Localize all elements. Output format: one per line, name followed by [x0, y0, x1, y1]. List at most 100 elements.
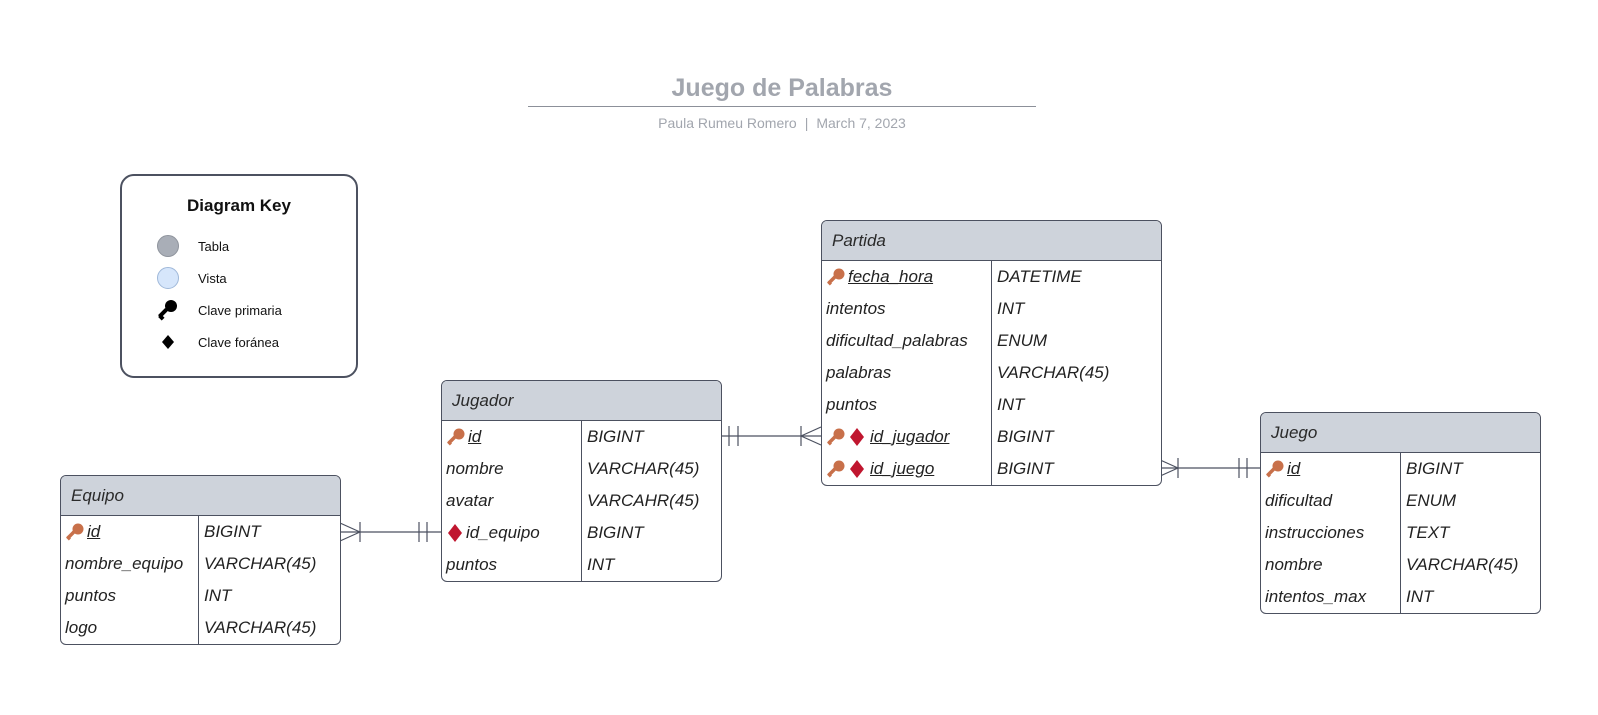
column-type: BIGINT — [997, 427, 1054, 446]
table-row[interactable]: puntos INT — [61, 580, 340, 612]
key-icon — [150, 298, 186, 322]
column-type: VARCHAR(45) — [1406, 555, 1519, 574]
column-type: ENUM — [997, 331, 1048, 350]
author-name: Paula Rumeu Romero — [658, 115, 797, 131]
column-type: INT — [997, 299, 1025, 318]
column-type: BIGINT — [587, 427, 644, 446]
relationship-jugador-partida — [719, 426, 822, 446]
table-row[interactable]: id BIGINT — [61, 516, 340, 548]
column-name: avatar — [442, 485, 582, 517]
column-name: nombre — [442, 453, 582, 485]
key-item-label: Clave primaria — [198, 302, 282, 318]
column-name: intentos_max — [1261, 581, 1401, 613]
relationship-equipo-jugador — [339, 522, 441, 542]
table-equipo[interactable]: Equipo id BIGINT nombre_equipo VARCHAR(4… — [60, 475, 341, 645]
table-row[interactable]: intentos INT — [822, 293, 1161, 325]
column-type: ENUM — [1406, 491, 1457, 510]
column-type: VARCHAR(45) — [997, 363, 1110, 382]
column-type: INT — [1406, 587, 1434, 606]
diagram-title: Juego de Palabras — [671, 74, 893, 102]
column-type: VARCHAR(45) — [204, 618, 317, 637]
primary-key-icon — [1265, 459, 1285, 479]
diagram-header: Juego de Palabras Paula Rumeu Romero | Mar… — [528, 70, 1036, 131]
table-row[interactable]: id_jugador BIGINT — [822, 421, 1161, 453]
foreign-key-icon — [848, 459, 866, 479]
column-name: id_equipo — [466, 523, 540, 542]
table-row[interactable]: palabras VARCHAR(45) — [822, 357, 1161, 389]
primary-key-icon — [826, 267, 846, 287]
column-name: puntos — [442, 549, 582, 581]
column-name: instrucciones — [1261, 517, 1401, 549]
table-row[interactable]: instrucciones TEXT — [1261, 517, 1540, 549]
diagram-key[interactable]: Diagram Key Tabla Vista Clave primaria C… — [120, 174, 358, 378]
table-row[interactable]: nombre VARCHAR(45) — [1261, 549, 1540, 581]
primary-key-icon — [826, 427, 846, 447]
table-row[interactable]: nombre VARCHAR(45) — [442, 453, 721, 485]
table-jugador[interactable]: Jugador id BIGINT nombre VARCHAR(45) ava… — [441, 380, 722, 582]
column-type: BIGINT — [204, 522, 261, 541]
column-type: INT — [587, 555, 615, 574]
table-juego[interactable]: Juego id BIGINT dificultad ENUM instrucc… — [1260, 412, 1541, 614]
column-name: nombre_equipo — [61, 548, 199, 580]
primary-key-icon — [65, 522, 85, 542]
table-row[interactable]: fecha_hora DATETIME — [822, 261, 1161, 293]
column-name: puntos — [61, 580, 199, 612]
table-row[interactable]: intentos_max INT — [1261, 581, 1540, 613]
title-divider — [528, 106, 1036, 107]
key-item-tabla: Tabla — [150, 232, 229, 260]
table-row[interactable]: id_equipo BIGINT — [442, 517, 721, 549]
column-type: TEXT — [1406, 523, 1450, 542]
key-item-label: Clave foránea — [198, 334, 279, 350]
column-type: INT — [204, 586, 232, 605]
table-row[interactable]: dificultad_palabras ENUM — [822, 325, 1161, 357]
primary-key-icon — [446, 427, 466, 447]
column-type: BIGINT — [587, 523, 644, 542]
column-name: puntos — [822, 389, 992, 421]
column-name: id_juego — [870, 459, 935, 478]
column-type: INT — [997, 395, 1025, 414]
view-circle-icon — [157, 267, 179, 289]
column-type: VARCAHR(45) — [587, 491, 700, 510]
table-row[interactable]: puntos INT — [442, 549, 721, 581]
column-type: DATETIME — [997, 267, 1082, 286]
key-item-label: Vista — [198, 270, 227, 286]
column-name: id_jugador — [870, 427, 950, 446]
primary-key-icon — [826, 459, 846, 479]
column-name: nombre — [1261, 549, 1401, 581]
table-row[interactable]: nombre_equipo VARCHAR(45) — [61, 548, 340, 580]
column-type: VARCHAR(45) — [204, 554, 317, 573]
table-row[interactable]: logo VARCHAR(45) — [61, 612, 340, 644]
column-name: fecha_hora — [848, 267, 934, 286]
foreign-key-icon — [446, 523, 464, 543]
key-item-label: Tabla — [198, 238, 230, 254]
key-item-primary-key: Clave primaria — [150, 296, 282, 324]
diagram-subtitle: Paula Rumeu Romero | March 7, 2023 — [528, 115, 1036, 131]
table-row[interactable]: dificultad ENUM — [1261, 485, 1540, 517]
column-name: dificultad — [1261, 485, 1401, 517]
table-name: Juego — [1261, 413, 1540, 453]
column-name: id — [468, 427, 482, 446]
table-name: Jugador — [442, 381, 721, 421]
foreign-key-icon — [848, 427, 866, 447]
table-name: Partida — [822, 221, 1161, 261]
column-type: BIGINT — [997, 459, 1054, 478]
table-row[interactable]: id BIGINT — [442, 421, 721, 453]
diamond-icon — [150, 334, 186, 350]
column-name: intentos — [822, 293, 992, 325]
table-row[interactable]: puntos INT — [822, 389, 1161, 421]
column-type: VARCHAR(45) — [587, 459, 700, 478]
column-name: logo — [61, 612, 199, 644]
table-row[interactable]: id_juego BIGINT — [822, 453, 1161, 485]
table-name: Equipo — [61, 476, 340, 516]
diagram-key-title: Diagram Key — [187, 196, 291, 215]
table-partida[interactable]: Partida fecha_hora DATETIME intentos INT… — [821, 220, 1162, 486]
subtitle-separator: | — [804, 115, 809, 131]
relationship-partida-juego — [1157, 458, 1260, 478]
column-type: BIGINT — [1406, 459, 1463, 478]
diagram-date: March 7, 2023 — [816, 115, 906, 131]
table-row[interactable]: avatar VARCAHR(45) — [442, 485, 721, 517]
key-item-vista: Vista — [150, 264, 227, 292]
table-circle-icon — [157, 235, 179, 257]
table-row[interactable]: id BIGINT — [1261, 453, 1540, 485]
